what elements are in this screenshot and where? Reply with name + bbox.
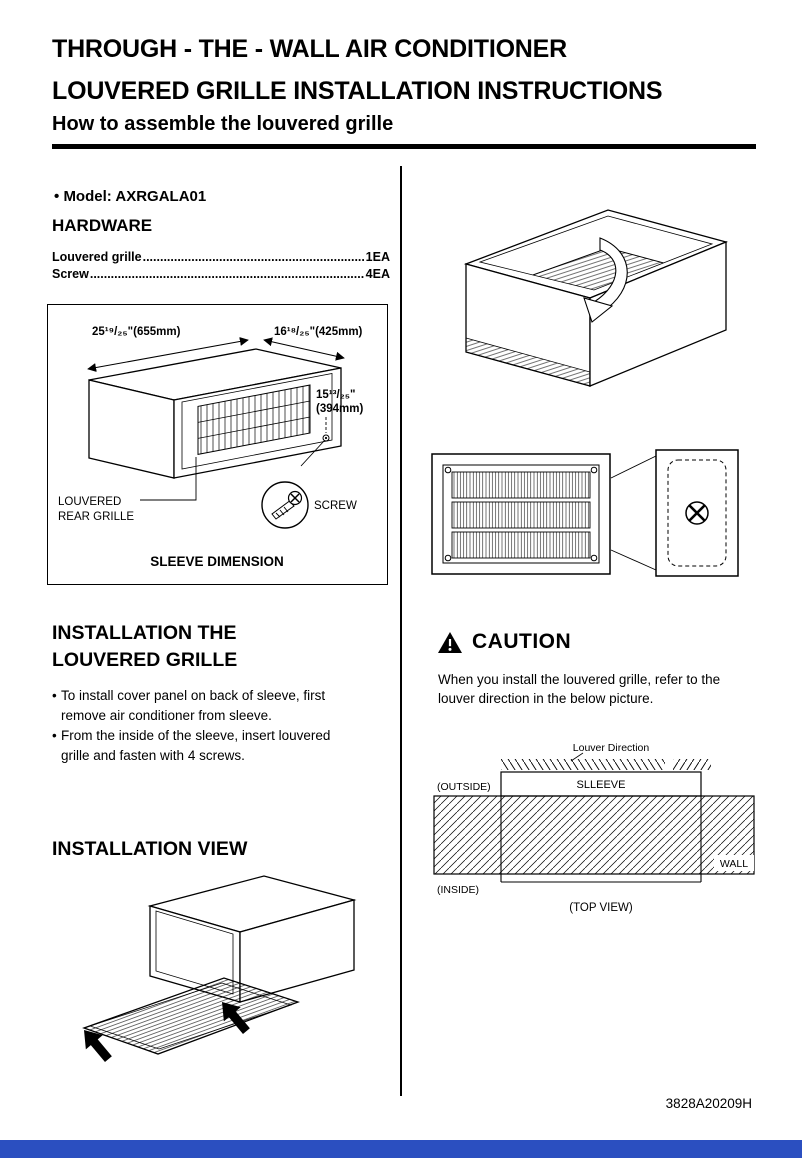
installation-view-drawing — [82, 875, 357, 1063]
screw-label: SCREW — [314, 500, 357, 512]
hardware-item-label: Screw — [52, 267, 89, 281]
caution-text: When you install the louvered grille, re… — [438, 672, 721, 706]
outside-label: (OUTSIDE) — [437, 781, 491, 793]
doc-code: 3828A20209H — [665, 1096, 752, 1111]
step-bullet: • — [52, 688, 57, 703]
louver-direction-label: Louver Direction — [573, 742, 650, 754]
top-view-figure: Louver Direction SLLEEVE (OUTSIDE) WALL … — [433, 740, 758, 915]
sleeve-dimension-figure: 25¹⁹/₂₅"(655mm) 16¹⁸/₂₅"(425mm) 15¹³/₂₅"… — [58, 326, 363, 569]
louver-hatch-left — [501, 759, 665, 770]
step-text: To install cover panel on back of sleeve… — [61, 688, 326, 723]
model-label: Model: AXRGALA01 — [63, 188, 207, 205]
wall-label-bg — [714, 855, 754, 871]
sleeve-dimension-caption: SLEEVE DIMENSION — [150, 554, 284, 569]
dim-height-label-line-2: (394mm) — [316, 403, 363, 415]
hardware-item-qty: 4EA — [365, 267, 390, 281]
step-text: From the inside of the sleeve, insert lo… — [61, 728, 331, 763]
model-bullet: • — [54, 188, 60, 205]
wall-label: WALL — [720, 858, 748, 870]
grille-front-view-drawing — [431, 449, 739, 577]
corner-screw-icon — [444, 466, 452, 474]
model-line: • Model: AXRGALA01 — [54, 188, 206, 205]
hardware-item-label: Louvered grille — [52, 250, 142, 264]
step-item: • To install cover panel on back of slee… — [52, 686, 334, 726]
hardware-item: Louvered grille ........................… — [52, 250, 390, 267]
inside-label: (INSIDE) — [437, 884, 479, 896]
curved-arrow-head — [583, 297, 614, 323]
column-divider — [400, 166, 402, 1096]
bottom-bar — [0, 1140, 802, 1158]
caution-title: CAUTION — [472, 630, 572, 653]
installation-heading: INSTALLATION THE LOUVERED GRILLE — [52, 620, 237, 674]
page-subtitle: How to assemble the louvered grille — [52, 113, 394, 135]
hardware-list: Louvered grille ........................… — [52, 250, 390, 284]
louver-hatch-right — [673, 759, 711, 770]
wall-section — [433, 795, 755, 875]
dim-height-label-line-1: 15¹³/₂₅" — [316, 389, 355, 401]
installation-view-figure — [72, 866, 364, 1094]
assembled-sleeve-drawing — [463, 209, 729, 387]
sleeve-label: SLLEEVE — [577, 779, 626, 791]
hardware-item: Screw ..................................… — [52, 267, 390, 284]
hardware-item-qty: 1EA — [365, 250, 390, 264]
grille-label-line-1: LOUVERED — [58, 496, 121, 508]
dim-width-label: 25¹⁹/₂₅"(655mm) — [92, 326, 181, 338]
corner-screw-icon — [444, 554, 452, 562]
hardware-leader: ........................................… — [142, 250, 365, 264]
top-view-caption: (TOP VIEW) — [569, 902, 633, 914]
top-view-drawing: Louver Direction SLLEEVE (OUTSIDE) WALL … — [433, 742, 755, 914]
grille-label-line-2: REAR GRILLE — [58, 511, 134, 523]
page-title: THROUGH - THE - WALL AIR CONDITIONER LOU… — [52, 28, 782, 112]
sleeve-dimension-box: 25¹⁹/₂₅"(655mm) 16¹⁸/₂₅"(425mm) 15¹³/₂₅"… — [47, 304, 388, 585]
dim-depth-label: 16¹⁸/₂₅"(425mm) — [274, 326, 363, 338]
page-title-line-1: THROUGH - THE - WALL AIR CONDITIONER — [52, 35, 567, 63]
installation-view-heading: INSTALLATION VIEW — [52, 838, 248, 860]
page-title-line-2: LOUVERED GRILLE INSTALLATION INSTRUCTION… — [52, 77, 663, 105]
grille-front-view-figure — [430, 448, 743, 580]
hardware-heading: HARDWARE — [52, 216, 153, 235]
installation-heading-line-2: LOUVERED GRILLE — [52, 649, 238, 671]
insert-arrow-icon — [84, 1030, 112, 1063]
step-bullet: • — [52, 728, 57, 743]
assembled-sleeve-figure — [450, 194, 742, 394]
step-item: • From the inside of the sleeve, insert … — [52, 726, 334, 766]
corner-screw-icon — [590, 466, 598, 474]
title-rule — [52, 144, 756, 149]
installation-heading-line-1: INSTALLATION THE — [52, 622, 237, 644]
insert-arrow-icon — [222, 1002, 250, 1035]
caution-heading: CAUTION — [437, 630, 571, 654]
hardware-leader: ........................................… — [89, 267, 365, 281]
installation-steps: • To install cover panel on back of slee… — [52, 686, 334, 766]
caution-icon — [438, 631, 462, 653]
corner-screw-icon — [590, 554, 598, 562]
